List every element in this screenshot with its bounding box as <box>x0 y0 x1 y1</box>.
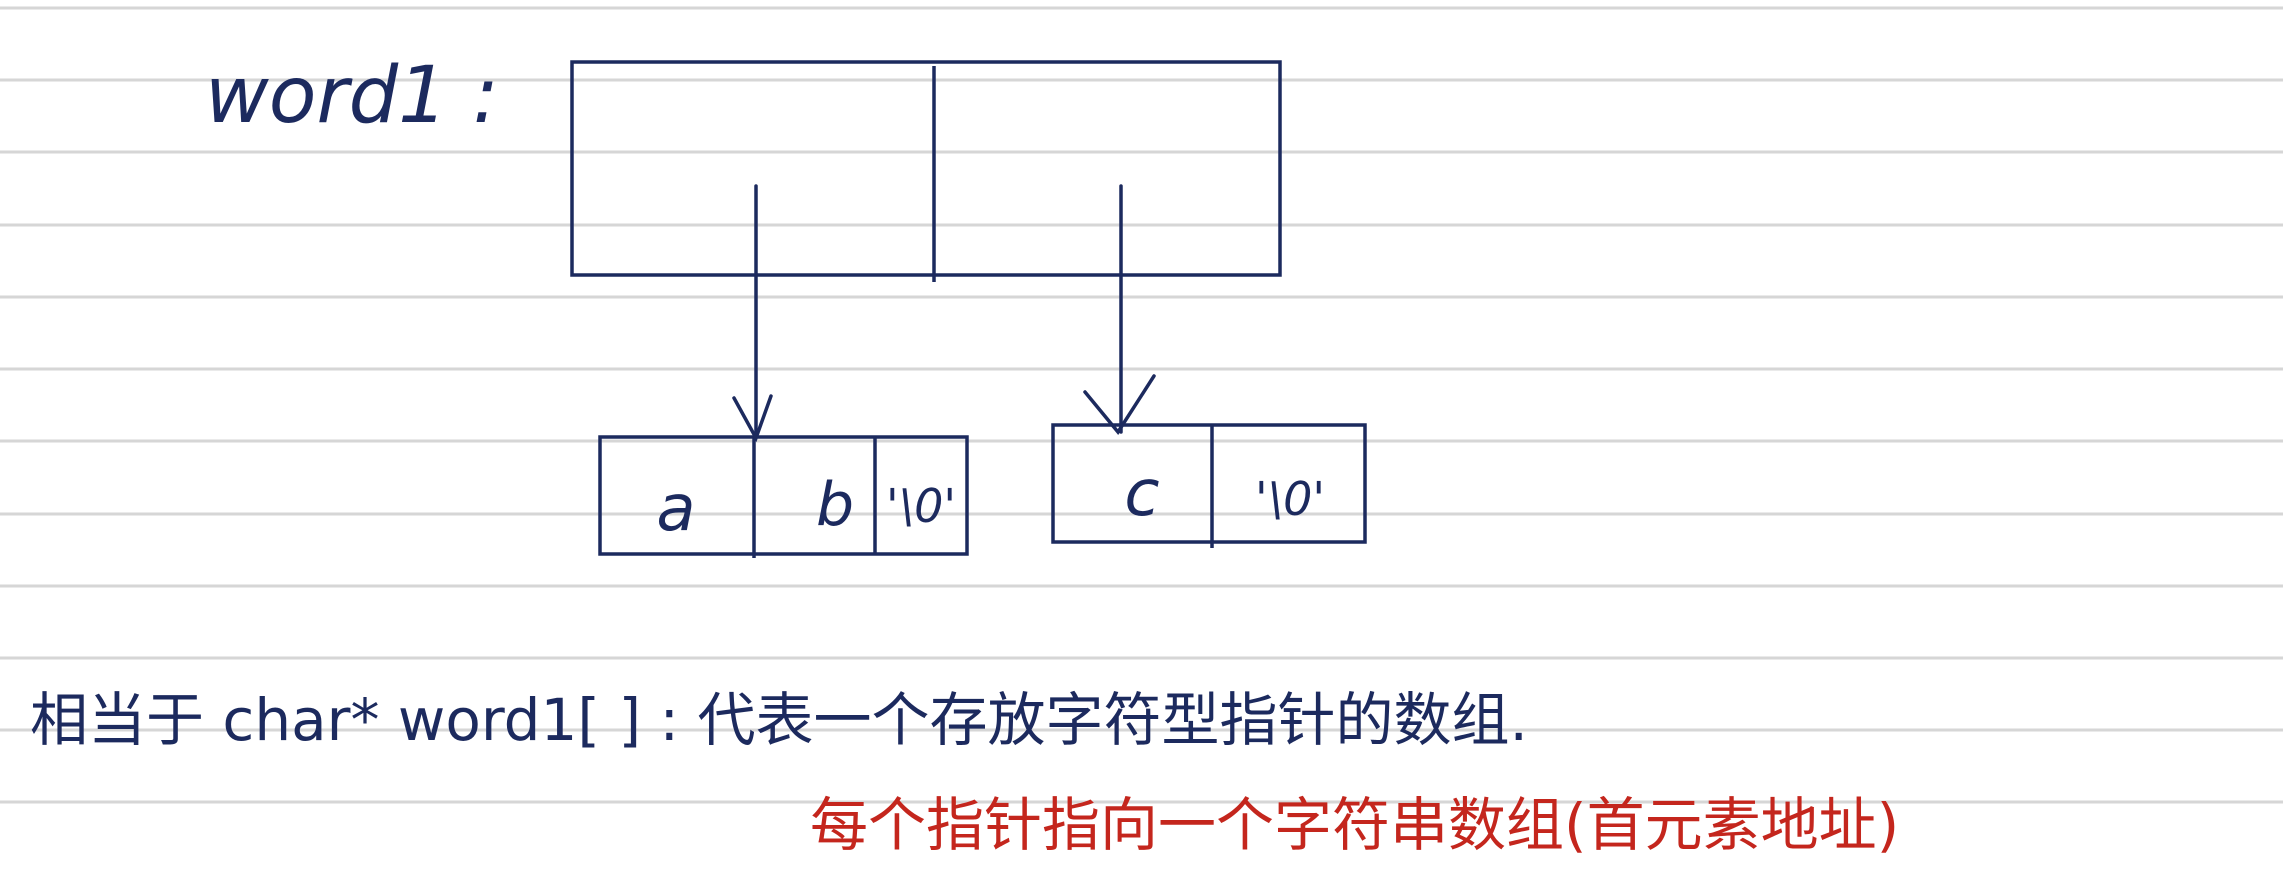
string-array-box <box>1051 423 1367 544</box>
pointer-array-box <box>570 60 1282 277</box>
variable-label: word1 : <box>205 51 499 141</box>
string-char: '\0' <box>1255 472 1325 526</box>
string-array-box <box>598 435 969 556</box>
pointer-array <box>570 60 1282 282</box>
string-char: '\0' <box>886 479 956 533</box>
ruled-lines <box>0 6 2283 804</box>
pointer-arrows <box>732 184 1156 443</box>
arrow-head <box>732 394 773 443</box>
string-char: b <box>816 470 854 540</box>
note-line-1: 相当于 char* word1[ ] : 代表一个存放字符型指针的数组. <box>30 686 1528 754</box>
arrow-head <box>1083 374 1156 435</box>
string-char: a <box>656 472 695 546</box>
string-char: c <box>1124 457 1159 531</box>
arrow-to-string-2 <box>1083 184 1156 435</box>
string-array-1: a b '\0' <box>598 435 969 558</box>
note-line-2: 每个指针指向一个字符串数组(首元素地址) <box>810 791 1899 859</box>
string-array-2: c '\0' <box>1051 423 1367 548</box>
